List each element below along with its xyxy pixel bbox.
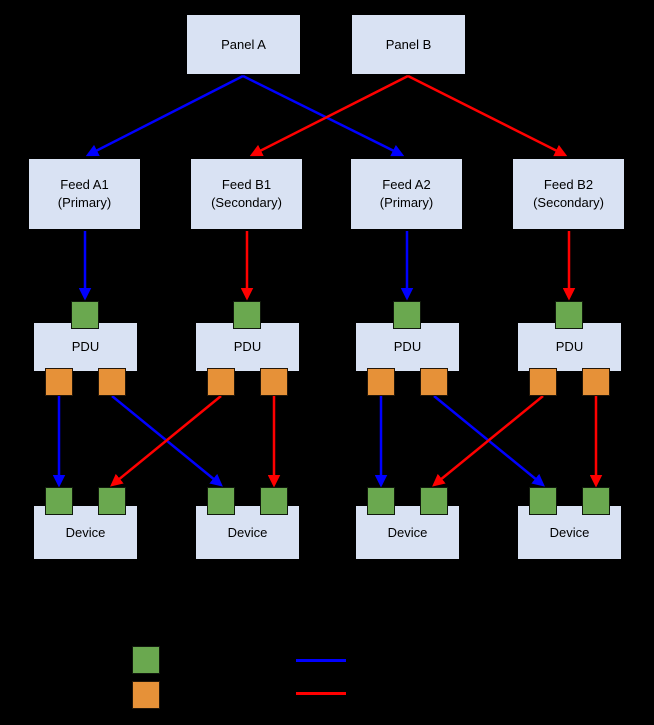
legend-blue-line-icon [296, 659, 346, 662]
arrow-pdu3-to-device4 [433, 395, 545, 487]
pdu2-output-port-left-icon [207, 368, 235, 396]
node-label: Device [227, 524, 268, 540]
device4-input-port-right-icon [582, 487, 610, 515]
node-sublabel: (Secondary) [533, 195, 604, 210]
node-label: Feed B2 [543, 177, 594, 192]
arrow-panel-a-to-feed-a1 [85, 74, 244, 157]
pdu1-output-port-right-icon [98, 368, 126, 396]
node-sublabel: (Primary) [379, 195, 434, 210]
node-label: Device [65, 524, 106, 540]
device2-input-port-left-icon [207, 487, 235, 515]
node-pdu-3: PDU [355, 322, 460, 372]
pdu2-output-port-right-icon [260, 368, 288, 396]
node-label: PDU [233, 339, 262, 354]
arrow-panel-b-to-feed-b2 [407, 74, 568, 157]
node-label: Panel A [221, 36, 266, 52]
node-label: Device [387, 524, 428, 540]
node-panel-a: Panel A [186, 14, 301, 75]
node-feed-b1: Feed B1 (Secondary) [190, 158, 303, 230]
node-panel-b: Panel B [351, 14, 466, 75]
arrow-pdu2-to-device1 [110, 395, 222, 487]
pdu4-input-port-icon [555, 301, 583, 329]
node-label: Panel B [385, 36, 432, 52]
device3-input-port-right-icon [420, 487, 448, 515]
node-label: Feed B1 [221, 177, 272, 192]
node-label: PDU [393, 339, 422, 354]
node-feed-a1: Feed A1 (Primary) [28, 158, 141, 230]
device4-input-port-left-icon [529, 487, 557, 515]
arrow-panel-b-to-feed-b1 [249, 74, 409, 157]
arrow-panel-a-to-feed-a2 [242, 74, 405, 157]
legend-red-line-icon [296, 692, 346, 695]
pdu3-output-port-left-icon [367, 368, 395, 396]
pdu4-output-port-right-icon [582, 368, 610, 396]
node-pdu-4: PDU [517, 322, 622, 372]
pdu1-input-port-icon [71, 301, 99, 329]
device1-input-port-left-icon [45, 487, 73, 515]
node-label: Feed A1 [60, 177, 109, 192]
node-label: PDU [555, 339, 584, 354]
node-label: PDU [71, 339, 100, 354]
pdu1-output-port-left-icon [45, 368, 73, 396]
pdu2-input-port-icon [233, 301, 261, 329]
legend-green-square-icon [132, 646, 160, 674]
node-sublabel: (Primary) [57, 195, 112, 210]
device3-input-port-left-icon [367, 487, 395, 515]
device1-input-port-right-icon [98, 487, 126, 515]
arrow-pdu1-to-device2 [111, 395, 223, 487]
pdu3-input-port-icon [393, 301, 421, 329]
node-feed-b2: Feed B2 (Secondary) [512, 158, 625, 230]
node-label: Device [549, 524, 590, 540]
device2-input-port-right-icon [260, 487, 288, 515]
node-pdu-1: PDU [33, 322, 138, 372]
arrow-pdu4-to-device3 [432, 395, 544, 487]
legend-orange-square-icon [132, 681, 160, 709]
node-pdu-2: PDU [195, 322, 300, 372]
node-feed-a2: Feed A2 (Primary) [350, 158, 463, 230]
pdu4-output-port-left-icon [529, 368, 557, 396]
node-sublabel: (Secondary) [211, 195, 282, 210]
pdu3-output-port-right-icon [420, 368, 448, 396]
node-label: Feed A2 [382, 177, 431, 192]
